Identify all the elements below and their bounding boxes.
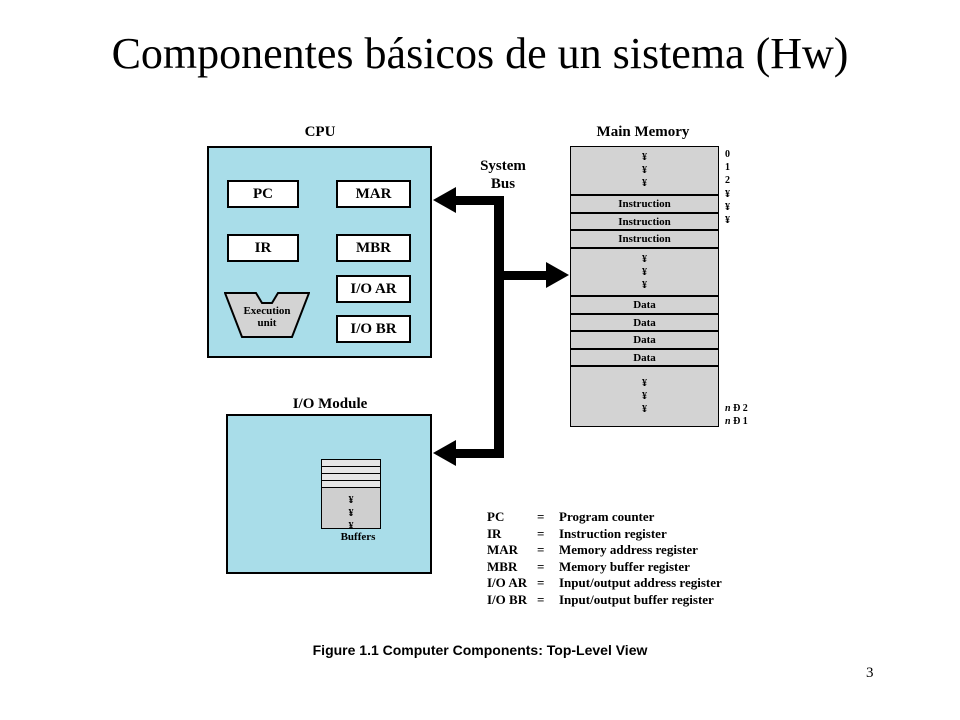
page-number: 3: [866, 665, 874, 681]
memory-addresses-bottom: n Ð 2 n Ð 1: [725, 402, 748, 428]
buffers-ellipsis: ¥ ¥ ¥: [322, 494, 380, 533]
ellipsis-mark: ¥: [642, 152, 647, 163]
memory-instruction-cell: Instruction: [570, 195, 719, 213]
register-io-ar: I/O AR: [336, 275, 411, 303]
legend-desc: Input/output buffer register: [559, 591, 714, 607]
slide-title: Componentes básicos de un sistema (Hw): [111, 29, 849, 78]
arrow-to-cpu: [433, 187, 456, 213]
ellipsis-mark: ¥: [642, 378, 647, 389]
arrow-to-memory: [546, 262, 569, 288]
buffer-row: [322, 481, 380, 488]
legend-abbr: IR: [487, 525, 502, 541]
buffer-row: [322, 460, 380, 467]
buffer-row: [322, 467, 380, 474]
memory-data-cell: Data: [570, 314, 719, 331]
address-label: ¥: [725, 215, 730, 227]
legend-desc: Instruction register: [559, 525, 667, 541]
address-var: n: [725, 416, 731, 427]
ellipsis-mark: ¥: [642, 253, 647, 265]
execution-unit-label: Execution unit: [230, 305, 304, 329]
legend-desc: Memory buffer register: [559, 558, 690, 574]
register-io-br: I/O BR: [336, 315, 411, 343]
memory-instruction-cell: Instruction: [570, 230, 719, 248]
memory-instruction-cell: Instruction: [570, 213, 719, 230]
ellipsis-mark: ¥: [642, 266, 647, 278]
legend-row: PC = Program counter: [487, 509, 722, 526]
address-label: 1: [725, 162, 730, 174]
legend-abbr: PC: [487, 509, 505, 524]
memory-data-cell: Data: [570, 349, 719, 366]
figure-caption: Figure 1.1 Computer Components: Top-Leve…: [312, 642, 648, 658]
ellipsis-mark: ¥: [642, 178, 647, 189]
io-module-label: I/O Module: [292, 396, 368, 412]
register-pc: PC: [227, 180, 299, 208]
buffers-block: ¥ ¥ ¥: [321, 459, 381, 532]
address-label: 0: [725, 149, 730, 160]
cpu-label: CPU: [304, 124, 336, 140]
bus-to-cpu-line: [452, 196, 504, 205]
legend-abbr: I/O BR: [487, 591, 528, 607]
legend-abbr: MBR: [487, 558, 518, 574]
bus-to-memory-line: [504, 271, 548, 280]
system-bus-line2: Bus: [490, 176, 516, 192]
legend-row: IR = Instruction register: [487, 526, 722, 543]
legend-eq: =: [537, 542, 545, 558]
system-bus-label: System Bus: [463, 157, 543, 193]
buffer-row: [322, 474, 380, 481]
legend-eq: =: [537, 558, 545, 574]
address-label: ¥: [725, 188, 730, 200]
ellipsis-mark: ¥: [642, 391, 647, 402]
legend-abbr: I/O AR: [487, 575, 528, 591]
address-label: 2: [725, 175, 730, 187]
legend-eq: =: [537, 525, 545, 541]
address-label: ¥: [725, 201, 730, 213]
legend-abbr: MAR: [487, 542, 519, 558]
legend-row: I/O AR = Input/output address register: [487, 575, 722, 592]
register-mar: MAR: [336, 180, 411, 208]
legend-eq: =: [537, 591, 545, 607]
ellipsis-mark: ¥: [348, 495, 354, 506]
address-label: n Ð 2: [725, 402, 748, 415]
legend-eq: =: [537, 575, 545, 591]
bus-to-io-line: [452, 449, 504, 458]
arrow-to-io: [433, 440, 456, 466]
system-bus-line1: System: [480, 158, 526, 174]
bus-vertical-line: [494, 199, 504, 456]
register-ir: IR: [227, 234, 299, 262]
ellipsis-mark: ¥: [642, 404, 647, 415]
address-rest: Ð 2: [730, 403, 748, 414]
address-rest: Ð 1: [730, 416, 748, 427]
legend-desc: Memory address register: [559, 542, 698, 558]
memory-ellipsis-middle: ¥ ¥ ¥: [570, 248, 719, 296]
execution-unit-line2: unit: [257, 317, 277, 329]
address-label: n Ð 1: [725, 415, 748, 428]
legend-row: MBR = Memory buffer register: [487, 559, 722, 576]
ellipsis-mark: ¥: [642, 279, 647, 291]
legend-desc: Input/output address register: [559, 575, 722, 591]
buffers-label: Buffers: [340, 531, 376, 543]
main-memory-label: Main Memory: [596, 124, 690, 140]
memory-addresses-top: 0 1 2 ¥ ¥ ¥: [725, 148, 730, 227]
register-mbr: MBR: [336, 234, 411, 262]
legend-desc: Program counter: [559, 509, 655, 524]
execution-unit-line1: Execution: [243, 305, 291, 317]
memory-data-cell: Data: [570, 331, 719, 349]
address-var: n: [725, 403, 731, 414]
memory-data-cell: Data: [570, 296, 719, 314]
ellipsis-mark: ¥: [642, 165, 647, 176]
legend-row: MAR = Memory address register: [487, 542, 722, 559]
legend-table: PC = Program counter IR = Instruction regist…: [487, 509, 722, 609]
ellipsis-mark: ¥: [348, 521, 354, 532]
memory-ellipsis-top: ¥ ¥ ¥: [570, 146, 719, 195]
legend-eq: =: [537, 509, 545, 524]
memory-ellipsis-bottom: ¥ ¥ ¥: [570, 366, 719, 427]
execution-unit-shape: [224, 292, 310, 338]
ellipsis-mark: ¥: [348, 508, 354, 519]
legend-row: I/O BR = Input/output buffer register: [487, 592, 722, 609]
